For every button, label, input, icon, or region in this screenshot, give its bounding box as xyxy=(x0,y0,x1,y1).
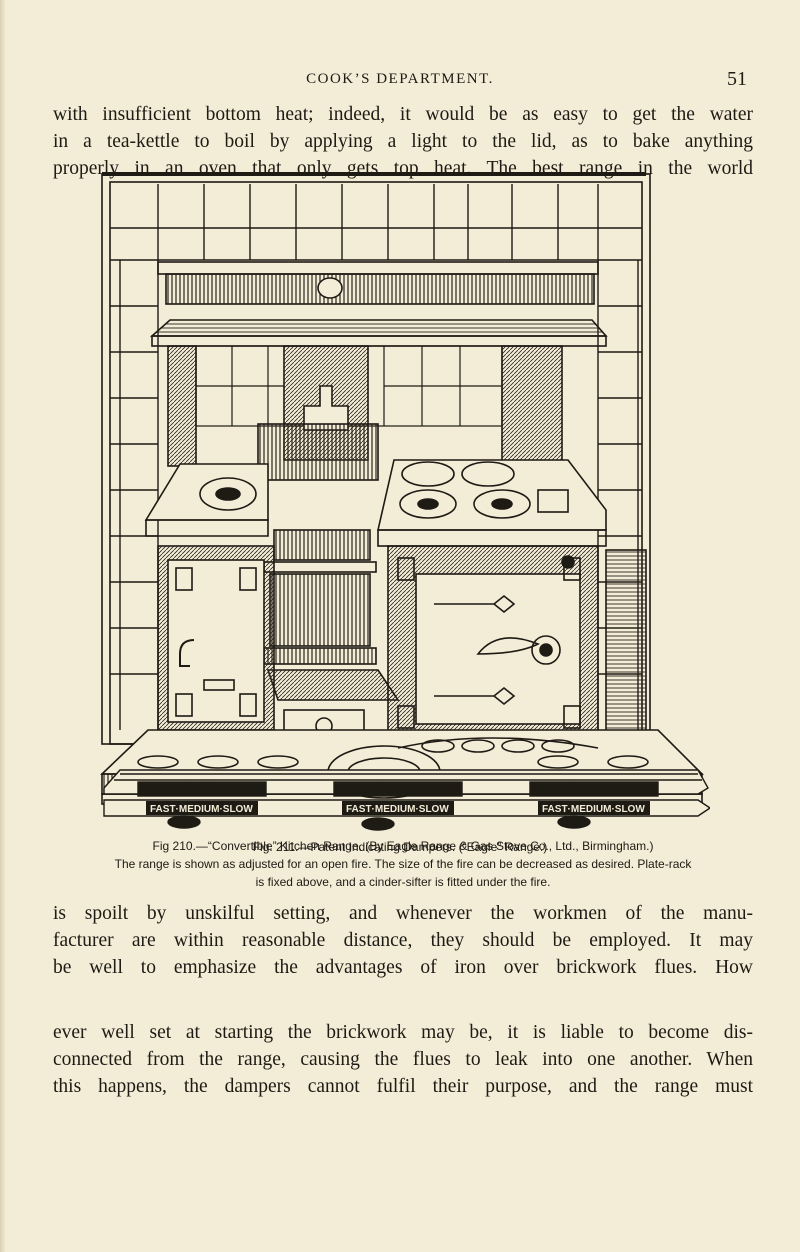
damper-scale: FAST·MEDIUM·SLOW xyxy=(150,804,253,815)
damper-scale: FAST·MEDIUM·SLOW xyxy=(346,804,449,815)
caption-line: is fixed above, and a cinder-sifter is f… xyxy=(255,875,551,889)
caption-line: The range is shown as adjusted for an op… xyxy=(114,857,692,871)
damper-label: BOILER xyxy=(366,780,410,794)
caption-line: Fig 210.—“Convertible” Kitchen Range. (B… xyxy=(152,839,654,853)
page-number: 51 xyxy=(727,68,747,90)
paragraph-line: connected from the range, causing the fl… xyxy=(53,1049,753,1070)
figure-211-caption: Fig. 211.—Patent Indicating Dampers. (“E… xyxy=(252,840,548,854)
dampers-illustration: PASTRY BOILER ROAST FAST·MEDIUM·SLOW FAS… xyxy=(103,769,710,831)
damper-label: PASTRY xyxy=(168,780,216,794)
paragraph-line: facturer are within reasonable distance,… xyxy=(53,930,753,951)
kitchen-range-illustration xyxy=(100,172,704,805)
paragraph-line: be well to emphasize the advantages of i… xyxy=(53,957,753,978)
paragraph-line: ever well set at starting the brickwork … xyxy=(53,1022,753,1043)
running-head-title: COOK’S DEPARTMENT. xyxy=(306,71,494,87)
paragraph-line: is spoilt by unskilful setting, and when… xyxy=(53,903,753,924)
running-head: COOK’S DEPARTMENT. 51 xyxy=(0,68,800,92)
paragraph-2: is spoilt by unskilful setting, and when… xyxy=(53,900,753,981)
paragraph-3: ever well set at starting the brickwork … xyxy=(53,1019,753,1100)
damper-scale: FAST·MEDIUM·SLOW xyxy=(542,804,645,815)
paragraph-line: with insufficient bottom heat; indeed, i… xyxy=(53,104,753,125)
paragraph-line: in a tea-kettle to boil by applying a li… xyxy=(53,131,753,152)
damper-label: ROAST xyxy=(560,780,603,794)
page-edge-shadow xyxy=(0,0,6,1252)
paragraph-line: this happens, the dampers cannot fulfil … xyxy=(53,1076,753,1097)
figure-210-caption: Fig 210.—“Convertible” Kitchen Range. (B… xyxy=(53,837,753,891)
